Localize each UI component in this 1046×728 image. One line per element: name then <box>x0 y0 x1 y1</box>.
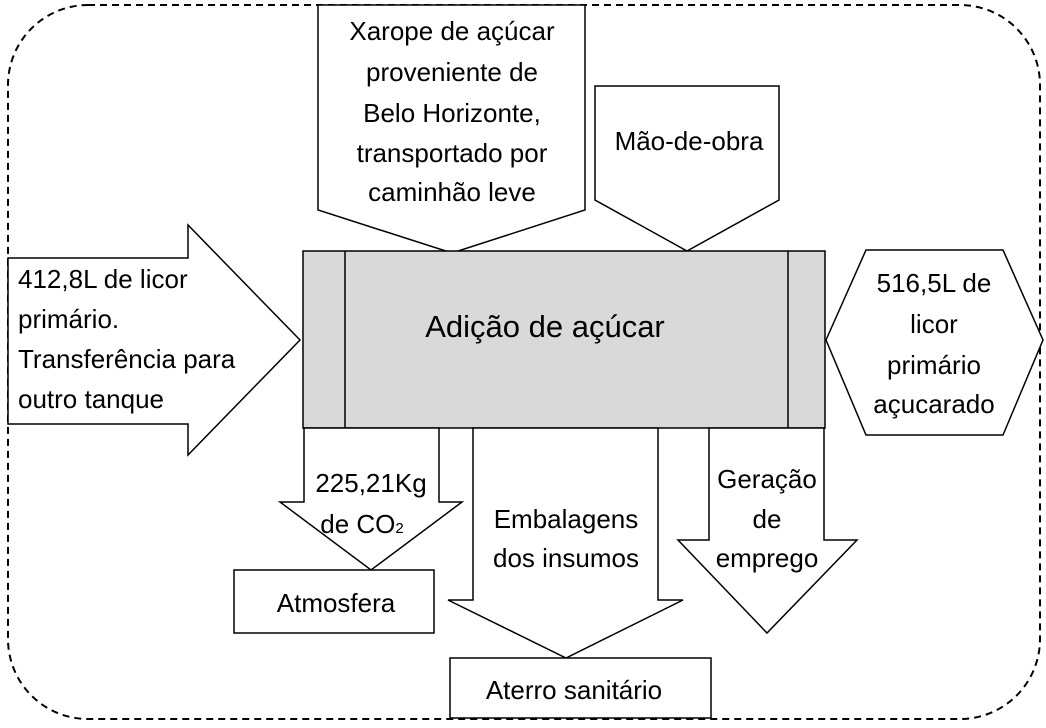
label-line: primário. <box>18 304 119 334</box>
packaging-output-arrow <box>447 427 684 659</box>
liquor-input-arrow <box>7 223 302 457</box>
co2-label: de CO2 <box>320 509 404 539</box>
landfill-label: Aterro sanitário <box>486 675 662 705</box>
label-line: Embalagens <box>494 504 639 534</box>
label-line: proveniente de <box>366 57 538 87</box>
syrup-input-label: Xarope de açúcar proveniente de Belo Hor… <box>349 16 555 207</box>
label-line: 412,8L de licor <box>18 264 188 294</box>
liquor-output-label: 516,5L de licor primário açucarado <box>873 268 994 419</box>
labor-input-arrow <box>594 85 780 252</box>
label-line: Belo Horizonte, <box>363 98 541 128</box>
label-line: açucarado <box>873 389 994 419</box>
co2-output-arrow <box>277 427 465 571</box>
labor-label: Mão-de-obra <box>615 126 764 156</box>
process-box <box>302 250 826 429</box>
label-line: caminhão leve <box>368 177 536 207</box>
landfill-box <box>449 657 712 719</box>
process-label: Adição de açúcar <box>425 309 665 344</box>
label-line: Geração <box>717 464 817 494</box>
label-line: de <box>753 504 782 534</box>
label-line: licor <box>910 309 958 339</box>
label-line: primário <box>887 350 981 380</box>
liquor-input-label: 412,8L de licor primário. Transferência … <box>18 264 236 414</box>
label-line: 516,5L de <box>877 268 992 298</box>
label-line: Xarope de açúcar <box>349 16 555 46</box>
employment-output-arrow <box>676 427 859 635</box>
syrup-input-arrow <box>317 4 586 254</box>
atmosphere-box <box>233 569 435 634</box>
label-line: emprego <box>716 543 819 573</box>
atmosphere-label: Atmosfera <box>277 588 396 618</box>
label-line: Transferência para <box>18 344 236 374</box>
liquor-output-hexagon <box>825 249 1044 436</box>
label-line: transportado por <box>357 138 548 168</box>
label-line: dos insumos <box>493 543 639 573</box>
co2-amount: 225,21Kg <box>315 468 426 498</box>
label-line: outro tanque <box>18 384 164 414</box>
